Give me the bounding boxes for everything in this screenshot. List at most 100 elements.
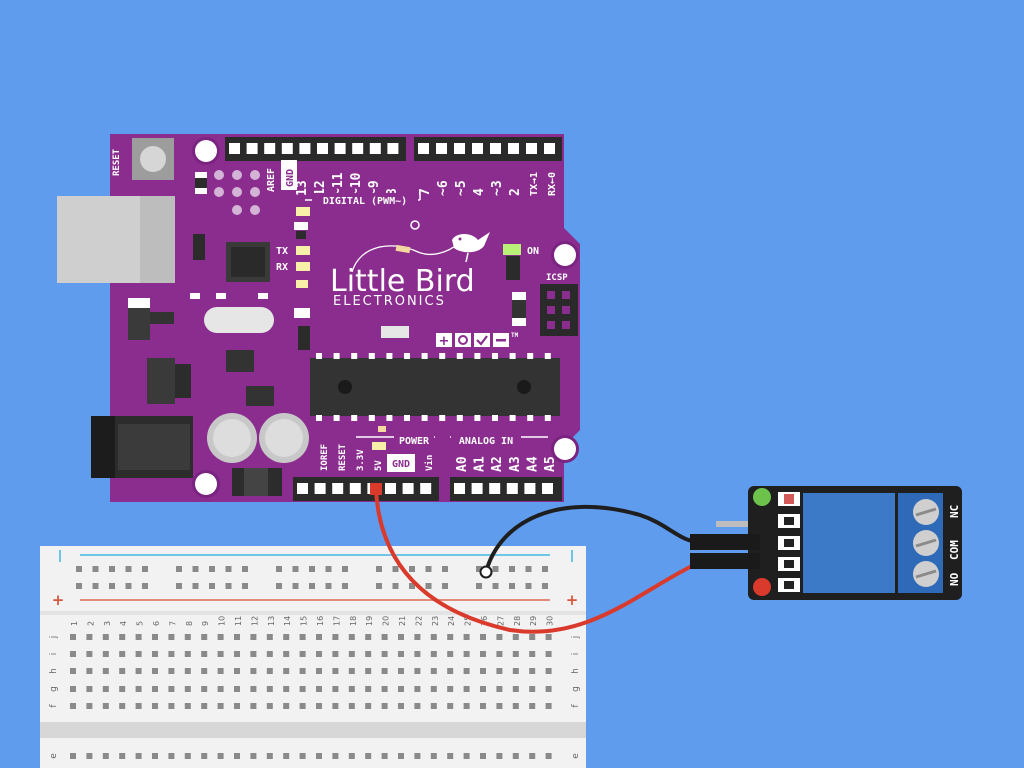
breadboard-hole[interactable]: [496, 703, 503, 709]
rail-hole[interactable]: [525, 583, 532, 589]
breadboard-hole[interactable]: [86, 686, 93, 692]
breadboard-hole[interactable]: [545, 703, 552, 709]
breadboard-hole[interactable]: [102, 753, 109, 759]
breadboard-hole[interactable]: [381, 753, 388, 759]
breadboard-hole[interactable]: [119, 668, 126, 674]
breadboard-hole[interactable]: [152, 634, 158, 640]
header-pin[interactable]: [471, 483, 483, 494]
breadboard-hole[interactable]: [545, 634, 552, 640]
breadboard-hole[interactable]: [217, 634, 224, 640]
breadboard-hole[interactable]: [430, 753, 437, 759]
breadboard-hole[interactable]: [348, 668, 355, 674]
breadboard-hole[interactable]: [348, 686, 355, 692]
breadboard-hole[interactable]: [430, 651, 437, 657]
breadboard-hole[interactable]: [480, 634, 486, 640]
breadboard-hole[interactable]: [119, 634, 126, 640]
breadboard-hole[interactable]: [480, 753, 486, 759]
breadboard-hole[interactable]: [201, 686, 208, 692]
breadboard-hole[interactable]: [512, 686, 519, 692]
breadboard-hole[interactable]: [381, 686, 388, 692]
breadboard-hole[interactable]: [86, 753, 93, 759]
breadboard-hole[interactable]: [430, 668, 437, 674]
breadboard-hole[interactable]: [86, 651, 93, 657]
breadboard-hole[interactable]: [414, 668, 421, 674]
header-pin[interactable]: [418, 143, 429, 154]
breadboard-hole[interactable]: [316, 651, 322, 657]
breadboard-hole[interactable]: [381, 634, 388, 640]
breadboard-hole[interactable]: [332, 668, 339, 674]
breadboard-hole[interactable]: [447, 634, 454, 640]
reset-button[interactable]: [132, 138, 174, 180]
breadboard-hole[interactable]: [381, 668, 388, 674]
breadboard-hole[interactable]: [529, 668, 536, 674]
rail-hole[interactable]: [76, 566, 82, 572]
breadboard-hole[interactable]: [316, 703, 322, 709]
breadboard-hole[interactable]: [266, 753, 273, 759]
rail-hole[interactable]: [209, 566, 215, 572]
header-pin[interactable]: [436, 143, 447, 154]
rail-hole[interactable]: [225, 583, 232, 589]
breadboard-hole[interactable]: [332, 634, 339, 640]
header-pin[interactable]: [402, 483, 414, 494]
breadboard-hole[interactable]: [283, 651, 290, 657]
breadboard-hole[interactable]: [381, 651, 388, 657]
breadboard-hole[interactable]: [184, 703, 191, 709]
breadboard-hole[interactable]: [398, 668, 404, 674]
breadboard-hole[interactable]: [184, 753, 191, 759]
header-pin[interactable]: [332, 483, 344, 494]
breadboard-hole[interactable]: [496, 651, 503, 657]
breadboard-hole[interactable]: [496, 634, 503, 640]
breadboard-hole[interactable]: [86, 703, 93, 709]
breadboard-hole[interactable]: [480, 668, 486, 674]
breadboard-hole[interactable]: [152, 686, 158, 692]
header-pin[interactable]: [264, 143, 276, 154]
breadboard-hole[interactable]: [234, 634, 240, 640]
breadboard-hole[interactable]: [447, 668, 454, 674]
breadboard-hole[interactable]: [365, 668, 372, 674]
header-pin[interactable]: [472, 143, 483, 154]
breadboard-hole[interactable]: [217, 753, 224, 759]
breadboard-hole[interactable]: [152, 651, 158, 657]
breadboard-hole[interactable]: [365, 753, 372, 759]
header-pin[interactable]: [334, 143, 346, 154]
breadboard-hole[interactable]: [463, 634, 470, 640]
breadboard-hole[interactable]: [463, 703, 470, 709]
breadboard-hole[interactable]: [250, 686, 257, 692]
breadboard-hole[interactable]: [184, 634, 191, 640]
rail-hole[interactable]: [425, 583, 432, 589]
breadboard-hole[interactable]: [135, 753, 142, 759]
breadboard-hole[interactable]: [70, 634, 76, 640]
breadboard-hole[interactable]: [365, 703, 372, 709]
breadboard-hole[interactable]: [316, 753, 322, 759]
breadboard-hole[interactable]: [250, 668, 257, 674]
breadboard-hole[interactable]: [365, 651, 372, 657]
breadboard-hole[interactable]: [168, 634, 175, 640]
rail-hole[interactable]: [442, 583, 448, 589]
rail-hole[interactable]: [292, 566, 299, 572]
breadboard-hole[interactable]: [250, 753, 257, 759]
breadboard-hole[interactable]: [135, 634, 142, 640]
breadboard-hole[interactable]: [529, 651, 536, 657]
header-pin[interactable]: [369, 143, 381, 154]
breadboard-hole[interactable]: [70, 703, 76, 709]
breadboard-hole[interactable]: [463, 753, 470, 759]
breadboard-hole[interactable]: [70, 668, 76, 674]
breadboard-hole[interactable]: [463, 668, 470, 674]
breadboard-hole[interactable]: [430, 703, 437, 709]
header-pin[interactable]: [349, 483, 361, 494]
breadboard-hole[interactable]: [152, 668, 158, 674]
breadboard-hole[interactable]: [430, 686, 437, 692]
breadboard-hole[interactable]: [447, 651, 454, 657]
breadboard-hole[interactable]: [398, 703, 404, 709]
header-pin[interactable]: [314, 483, 326, 494]
breadboard-hole[interactable]: [447, 686, 454, 692]
breadboard-hole[interactable]: [86, 668, 93, 674]
rail-hole[interactable]: [242, 566, 248, 572]
rail-hole[interactable]: [376, 583, 382, 589]
breadboard-hole[interactable]: [266, 634, 273, 640]
rail-hole[interactable]: [392, 583, 399, 589]
rail-hole[interactable]: [542, 566, 548, 572]
rail-hole[interactable]: [392, 566, 399, 572]
breadboard-hole[interactable]: [545, 753, 552, 759]
breadboard-hole[interactable]: [168, 753, 175, 759]
